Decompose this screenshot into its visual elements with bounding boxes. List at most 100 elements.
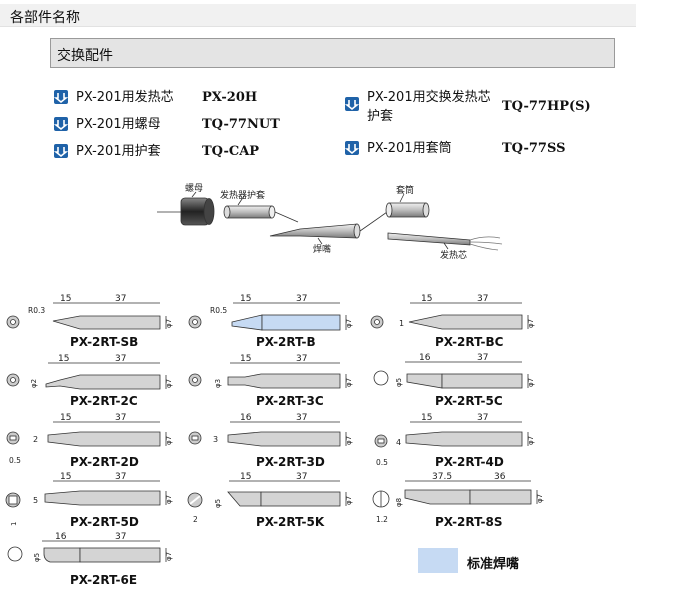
tip-cell: 1.2 37.5 36 φ8 φ7 PX-2RT-8S	[372, 472, 544, 529]
dim-diameter: φ7	[536, 494, 544, 503]
dim-diameter: φ7	[165, 436, 173, 445]
dim-diameter: φ7	[345, 319, 353, 328]
accessory-item[interactable]: PX-201用套筒 TQ-77SS	[345, 139, 565, 158]
dim-diameter: φ7	[345, 496, 353, 505]
tip-model: PX-2RT-5C	[435, 394, 503, 408]
dim-face: φ3	[214, 379, 222, 388]
dim-thickness: 1	[10, 522, 18, 526]
dim-tip-length: 15	[240, 294, 251, 304]
tip-model: PX-2RT-2C	[70, 394, 138, 408]
tip-model: PX-2RT-3C	[256, 394, 324, 408]
sleeve-part	[388, 202, 427, 218]
accessory-item[interactable]: PX-201用螺母 TQ-77NUT	[54, 115, 280, 134]
dim-face: φ5	[33, 553, 41, 562]
tip-cell: 15 37 φ3 φ7 PX-2RT-3C	[188, 354, 353, 408]
dim-tip-length: 15	[60, 413, 71, 423]
dim-diameter: φ7	[527, 319, 535, 328]
tip-cell: 16 37 3 φ7 PX-2RT-3D	[188, 413, 353, 469]
tip-model: PX-2RT-BC	[435, 335, 504, 349]
tip-model: PX-2RT-3D	[256, 455, 325, 469]
heater-core-part	[387, 232, 471, 246]
dim-face: φ5	[214, 499, 222, 508]
dim-body-length: 37	[296, 294, 307, 304]
dim-tip-length: 37.5	[432, 472, 452, 482]
tip-cell: 1 15 37 5 φ7 PX-2RT-5D	[5, 472, 173, 529]
dim-tip-length: 15	[240, 354, 251, 364]
accessory-name: PX-201用交换发热芯护套	[367, 90, 491, 124]
dim-tip-length: 16	[55, 532, 67, 542]
tip-cell: 16 37 φ5 φ7 PX-2RT-5C	[373, 353, 535, 408]
accessory-item[interactable]: PX-201用发热芯 PX-20H	[54, 88, 257, 107]
tip-cell: 0.5 15 37 4 φ7 PX-2RT-4D	[374, 413, 535, 469]
tip-model: PX-2RT-5K	[256, 515, 325, 529]
dim-face: φ2	[30, 379, 38, 388]
dim-diameter: φ7	[165, 552, 173, 561]
tip-model: PX-2RT-5D	[70, 515, 139, 529]
dim-radius: R0.3	[28, 306, 45, 315]
dim-diameter: φ7	[165, 379, 173, 388]
tip-cell: 15 37 R0.3 φ7 PX-2RT-SB	[6, 294, 173, 349]
dim-tip-length: 15	[421, 294, 432, 304]
legend-label: 标准焊嘴	[467, 557, 520, 572]
dim-diameter: φ7	[165, 495, 173, 504]
accessory-code: PX-20H	[202, 90, 258, 105]
dim-diameter: φ7	[165, 319, 173, 328]
dim-body-length: 37	[115, 354, 126, 364]
tip-model: PX-2RT-4D	[435, 455, 504, 469]
subsection-header: 交换配件	[50, 38, 615, 68]
label-tip: 焊嘴	[313, 243, 331, 255]
download-icon[interactable]	[345, 141, 359, 155]
download-icon[interactable]	[54, 90, 68, 104]
dim-body-length: 37	[296, 472, 307, 482]
dim-tip-length: 15	[60, 294, 71, 304]
accessory-code: TQ-CAP	[202, 144, 260, 159]
dim-body-length: 37	[115, 294, 126, 304]
tip-model: PX-2RT-B	[256, 335, 316, 349]
dim-thickness: 2	[193, 515, 198, 524]
dim-body-length: 37	[477, 294, 488, 304]
accessory-code: TQ-77SS	[502, 141, 566, 156]
dim-body-length: 37	[477, 413, 488, 423]
label-heater-cover: 发热器护套	[220, 189, 265, 201]
section-header: 各部件名称	[0, 4, 636, 27]
dim-body-length: 37	[296, 354, 307, 364]
dim-face: 2	[33, 435, 38, 444]
tip-part	[269, 223, 358, 239]
subsection-title: 交换配件	[57, 48, 113, 64]
heater-cover-part	[226, 205, 273, 219]
accessory-item[interactable]: PX-201用护套 TQ-CAP	[54, 142, 259, 161]
tip-cell: 15 37 R0.5 φ7 PX-2RT-B	[188, 294, 353, 349]
tip-cell: 15 37 1 φ7 PX-2RT-BC	[370, 294, 535, 349]
label-nut: 螺母	[185, 183, 203, 194]
tip-model: PX-2RT-2D	[70, 455, 139, 469]
label-sleeve: 套筒	[396, 184, 414, 196]
download-icon[interactable]	[54, 144, 68, 158]
dim-thickness: 0.5	[9, 456, 21, 465]
dim-face: φ5	[395, 378, 403, 387]
accessory-item[interactable]: PX-201用交换发热芯护套 TQ-77HP(S)	[345, 88, 591, 126]
parts-exploded-view	[157, 191, 503, 251]
download-icon[interactable]	[345, 97, 359, 111]
dim-tip-length: 16	[419, 353, 431, 363]
tip-cell: 15 37 φ2 φ7 PX-2RT-2C	[6, 354, 173, 408]
legend-swatch	[418, 548, 458, 573]
dim-diameter: φ7	[527, 378, 535, 387]
dim-body-length: 37	[115, 472, 126, 482]
dim-face: 1	[399, 319, 404, 328]
accessory-name: PX-201用套筒	[367, 141, 452, 156]
tip-model: PX-2RT-6E	[70, 573, 137, 587]
tip-cell: 2 15 37 φ5 φ7 PX-2RT-5K	[187, 472, 353, 529]
tip-model: PX-2RT-SB	[70, 335, 138, 349]
tip-cell: 0.5 15 37 2 φ7 PX-2RT-2D	[6, 413, 173, 469]
accessory-name: PX-201用发热芯	[76, 90, 174, 105]
tip-model: PX-2RT-8S	[435, 515, 503, 529]
dim-body-length: 37	[115, 413, 126, 423]
dim-body-length: 37	[296, 413, 307, 423]
dim-face: 5	[33, 496, 38, 505]
dim-diameter: φ7	[345, 436, 353, 445]
dim-tip-length: 16	[240, 413, 252, 423]
dim-tip-length: 15	[421, 413, 432, 423]
dim-tip-length: 15	[240, 472, 251, 482]
download-icon[interactable]	[54, 117, 68, 131]
dim-face: 4	[396, 438, 401, 447]
